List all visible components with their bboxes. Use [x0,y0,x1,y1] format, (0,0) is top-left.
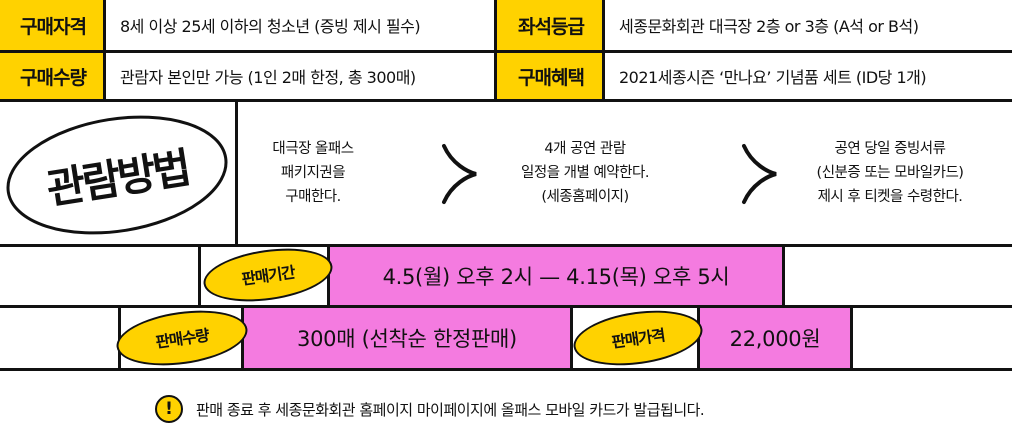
sale-price-label: 판매가격 [570,303,706,373]
value-purchase-quantity: 관람자 본인만 가능 (1인 2매 한정, 총 300매) [120,68,416,87]
label-purchase-eligibility: 구매자격 [0,0,106,50]
method-step-3-line: 공연 당일 증빙서류 [834,141,946,157]
method-title-badge: 관람방법 [3,114,231,236]
method-step-2-line: 일정을 개별 예약한다. [521,165,649,181]
label-purchase-quantity: 구매수량 [0,53,106,99]
value-purchase-eligibility: 8세 이상 25세 이하의 청소년 (증빙 제시 필수) [120,17,421,36]
divider [494,0,497,99]
sale-quantity-value: 300매 (선착순 한정판매) [244,308,570,368]
sale-price-value: 22,000원 [700,308,850,368]
value-seat-grade: 세종문화회관 대극장 2층 or 3층 (A석 or B석) [619,17,919,36]
divider [103,0,106,99]
sale-period-label: 판매기간 [200,241,336,309]
divider [198,244,201,305]
notice-icon: ! [155,395,183,423]
method-step-1-line: 대극장 올패스 [272,141,354,157]
sale-period-value: 4.5(월) 오후 2시 — 4.15(목) 오후 5시 [330,247,782,305]
method-step-1-line: 구매한다. [285,189,341,205]
method-step-3: 공연 당일 증빙서류 (신분증 또는 모바일카드) 제시 후 티켓을 수령한다. [780,102,1000,244]
divider [0,305,1012,308]
method-step-3-line: (신분증 또는 모바일카드) [816,165,964,181]
chevron-right-icon [742,144,777,204]
divider [850,305,853,368]
label-seat-grade: 좌석등급 [497,0,605,50]
divider [0,244,1012,247]
divider [602,0,605,99]
chevron-right-icon [442,144,477,204]
notice-text: 판매 종료 후 세종문화회관 홈페이지 마이페이지에 올패스 모바일 카드가 발… [196,400,705,419]
method-step-1: 대극장 올패스 패키지권을 구매한다. [238,102,388,244]
method-step-3-line: 제시 후 티켓을 수령한다. [817,189,963,205]
divider [782,244,785,305]
label-purchase-benefit: 구매혜택 [497,53,605,99]
oval-shape [6,115,228,235]
divider [0,368,1012,371]
method-step-2-line: 4개 공연 관람 [544,141,626,157]
divider [235,99,238,244]
divider [0,99,1012,102]
method-step-1-line: 패키지권을 [280,165,346,181]
value-purchase-benefit: 2021세종시즌 ‘만나요’ 기념품 세트 (ID당 1개) [619,68,927,87]
divider [0,50,1012,53]
divider [570,305,573,368]
method-step-2: 4개 공연 관람 일정을 개별 예약한다. (세종홈페이지) [485,102,685,244]
exclamation-icon: ! [165,399,173,419]
method-step-2-line: (세종홈페이지) [541,189,629,205]
sale-quantity-label: 판매수량 [113,303,251,373]
